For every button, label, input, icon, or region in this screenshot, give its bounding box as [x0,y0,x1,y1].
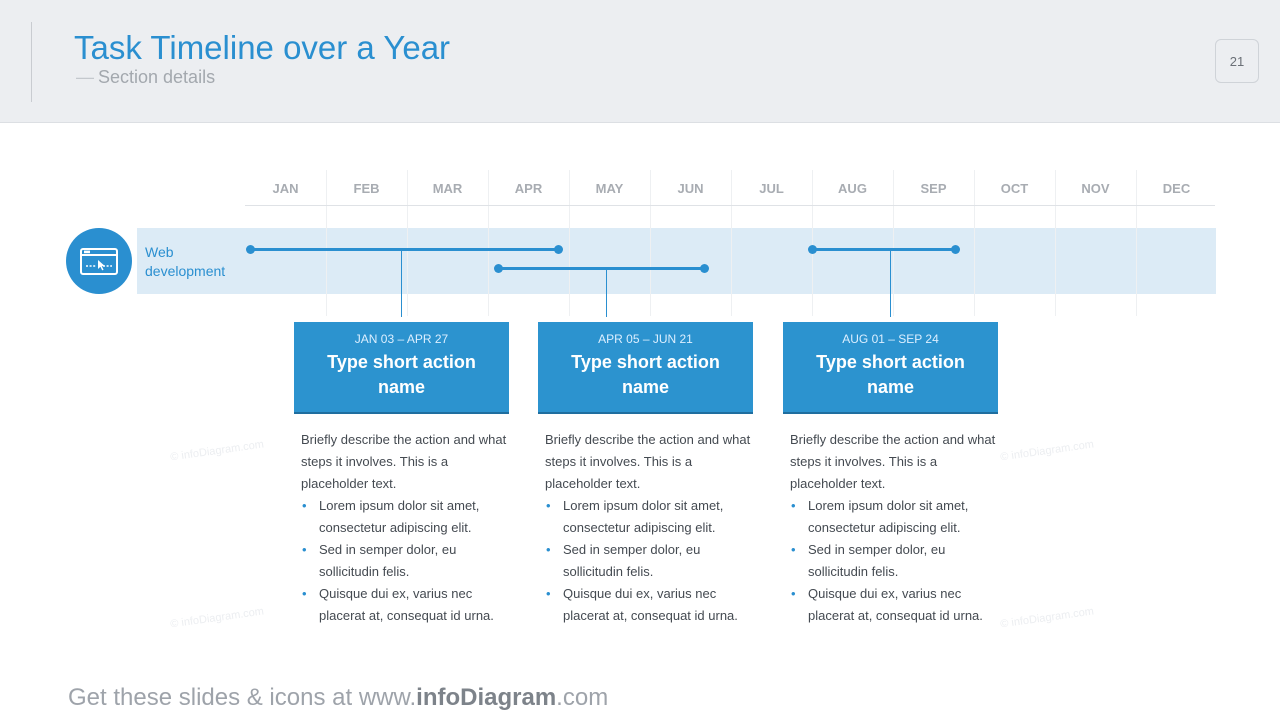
month-label: MAR [432,181,463,196]
task-end-dot [553,245,563,254]
slide-header: Task Timeline over a Year —Section detai… [0,0,1280,123]
task-date-range: AUG 01 – SEP 24 [842,332,939,346]
bullet-item: Sed in semper dolor, eu sollicitudin fel… [790,539,1005,583]
bullet-item: Lorem ipsum dolor sit amet, consectetur … [301,495,516,539]
page-title: Task Timeline over a Year [74,29,451,66]
watermark: © infoDiagram.com [169,605,265,631]
month-label: NOV [1081,181,1110,196]
header-divider [31,22,32,102]
task-bar [250,248,559,251]
task-start-dot [245,245,255,254]
row-band [137,228,1216,294]
bullet-item: Sed in semper dolor, eu sollicitudin fel… [301,539,516,583]
month-gridline [650,170,651,316]
description-intro: Briefly describe the action and what ste… [790,432,996,491]
task-date-range: JAN 03 – APR 27 [354,332,449,346]
watermark: © infoDiagram.com [999,605,1095,631]
task-start-dot [494,264,504,273]
watermark: © infoDiagram.com [999,438,1095,464]
task-end-dot [950,245,960,254]
month-gridline [974,170,975,316]
task-date-range: APR 05 – JUN 21 [598,332,693,346]
bullet-item: Quisque dui ex, varius nec placerat at, … [545,583,760,627]
bullet-item: Sed in semper dolor, eu sollicitudin fel… [545,539,760,583]
bullet-item: Quisque dui ex, varius nec placerat at, … [790,583,1005,627]
row-label: Web development [145,244,226,279]
description-bullets: Lorem ipsum dolor sit amet, consectetur … [301,495,516,627]
month-label: APR [514,181,543,196]
month-gridline [1055,170,1056,316]
task-description: Briefly describe the action and what ste… [545,429,760,627]
month-gridline [893,170,894,316]
footer-suffix: .com [556,684,609,711]
task-description: Briefly describe the action and what ste… [301,429,516,627]
month-gridline [488,170,489,316]
task-bar [812,248,956,251]
subtitle-text: Section details [98,67,216,87]
footer-credit: Get these slides & icons at www.infoDiag… [68,684,608,712]
month-gridline [812,170,813,316]
task-connector [401,251,402,317]
month-gridline [1136,170,1137,316]
bullet-item: Lorem ipsum dolor sit amet, consectetur … [545,495,760,539]
task-connector [890,251,891,317]
month-label: FEB [353,181,380,196]
task-card: JAN 03 – APR 27 Type short action name [294,322,509,414]
month-header-rule [245,205,1215,206]
description-bullets: Lorem ipsum dolor sit amet, consectetur … [790,495,1005,627]
footer-brand: infoDiagram [416,684,557,711]
month-gridline [569,170,570,316]
month-gridline [407,170,408,316]
task-name: Type short action name [327,352,476,397]
task-description: Briefly describe the action and what ste… [790,429,1005,627]
month-label: OCT [1000,181,1029,196]
task-name: Type short action name [571,352,720,397]
month-label: JUL [759,181,784,196]
month-gridline [731,170,732,316]
description-bullets: Lorem ipsum dolor sit amet, consectetur … [545,495,760,627]
task-card: APR 05 – JUN 21 Type short action name [538,322,753,414]
browser-window-icon [66,228,132,294]
task-card: AUG 01 – SEP 24 Type short action name [783,322,998,414]
month-label: AUG [838,181,867,196]
month-label: SEP [920,181,947,196]
task-name: Type short action name [816,352,965,397]
task-bar [498,267,704,270]
month-gridline [326,170,327,316]
month-label: MAY [595,181,624,196]
description-intro: Briefly describe the action and what ste… [301,432,507,491]
page-subtitle: —Section details [76,67,216,87]
month-label: DEC [1162,181,1191,196]
task-connector [606,270,607,317]
task-end-dot [699,264,709,273]
task-start-dot [807,245,817,254]
description-intro: Briefly describe the action and what ste… [545,432,751,491]
footer-prefix: Get these slides & icons at www. [68,684,417,711]
watermark: © infoDiagram.com [169,438,265,464]
month-label: JUN [677,181,704,196]
month-label: JAN [272,181,299,196]
bullet-item: Lorem ipsum dolor sit amet, consectetur … [790,495,1005,539]
bullet-item: Quisque dui ex, varius nec placerat at, … [301,583,516,627]
page-number-badge: 21 [1215,39,1259,83]
